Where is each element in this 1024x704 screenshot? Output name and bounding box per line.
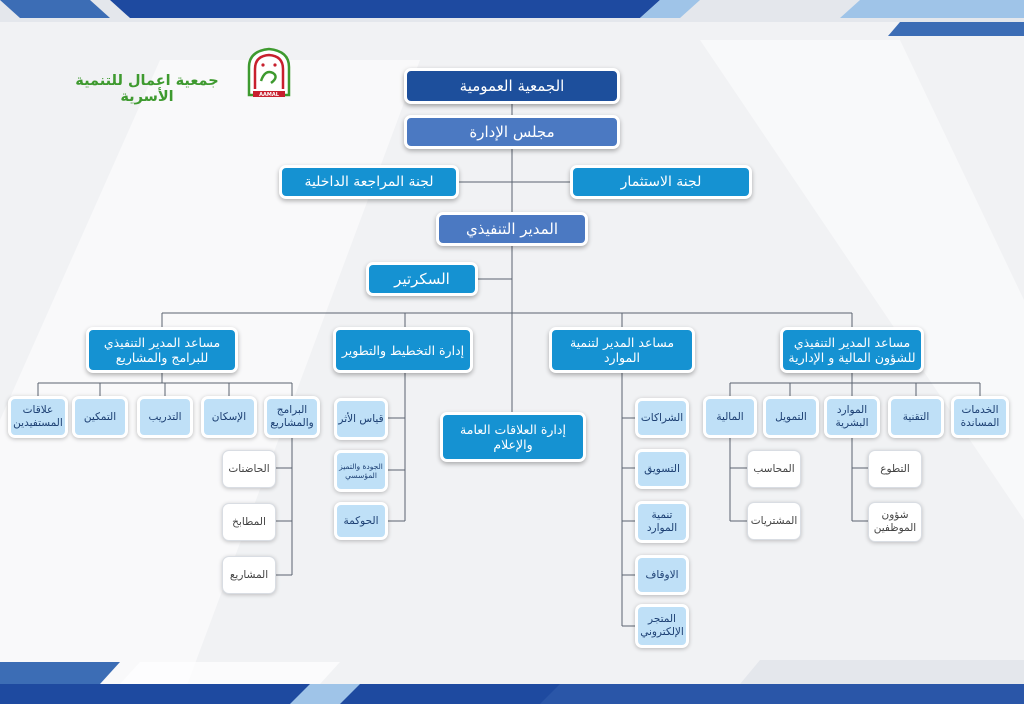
programs-projects-box: البرامج والمشاريع bbox=[264, 396, 320, 438]
governance-box: الحوكمة bbox=[334, 502, 388, 540]
organization-logo: AAMAL bbox=[247, 47, 291, 98]
support-services-box: الخدمات المساندة bbox=[951, 396, 1009, 438]
finance-assistant-director-box: مساعد المدير التنفيذي للشؤون المالية و ا… bbox=[780, 327, 924, 373]
internal-audit-committee-box: لجنة المراجعة الداخلية bbox=[279, 165, 459, 199]
board-of-directors-box: مجلس الإدارة bbox=[404, 115, 620, 149]
employee-affairs-box: شؤون الموظفين bbox=[868, 502, 922, 542]
accountant-box: المحاسب bbox=[747, 450, 801, 488]
secretary-box: السكرتير bbox=[366, 262, 478, 296]
procurement-box: المشتريات bbox=[747, 502, 801, 540]
kitchens-box: المطابخ bbox=[222, 503, 276, 541]
empowerment-box: التمكين bbox=[72, 396, 128, 438]
projects-box: المشاريع bbox=[222, 556, 276, 594]
e-store-box: المتجر الإلكتروني bbox=[635, 604, 689, 648]
endowments-box: الاوقاف bbox=[635, 555, 689, 595]
technology-box: التقنية bbox=[888, 396, 944, 438]
human-resources-box: الموارد البشرية bbox=[824, 396, 880, 438]
housing-box: الإسكان bbox=[201, 396, 257, 438]
resource-development-box: تنمية الموارد bbox=[635, 501, 689, 543]
investment-committee-box: لجنة الاستثمار bbox=[570, 165, 752, 199]
training-box: التدريب bbox=[137, 396, 193, 438]
finance-box: المالية bbox=[703, 396, 757, 438]
public-relations-box: إدارة العلاقات العامة والإعلام bbox=[440, 412, 586, 462]
marketing-box: التسويق bbox=[635, 449, 689, 489]
quality-excellence-box: الجودة والتميز المؤسسي bbox=[334, 450, 388, 492]
funding-box: التمويل bbox=[763, 396, 819, 438]
programs-assistant-director-box: مساعد المدير التنفيذي للبرامج والمشاريع bbox=[86, 327, 238, 373]
beneficiary-relations-box: علاقات المستفيدين bbox=[8, 396, 68, 438]
partnerships-box: الشراكات bbox=[635, 398, 689, 438]
executive-director-box: المدير التنفيذي bbox=[436, 212, 588, 246]
resources-assistant-director-box: مساعد المدير لتنمية الموارد bbox=[549, 327, 695, 373]
planning-department-box: إدارة التخطيط والتطوير bbox=[333, 327, 473, 373]
svg-text:AAMAL: AAMAL bbox=[259, 92, 280, 98]
organization-name: جمعية اعمال للتنمية الأسرية bbox=[75, 73, 219, 105]
volunteering-box: التطوع bbox=[868, 450, 922, 488]
incubators-box: الحاضنات bbox=[222, 450, 276, 488]
impact-measurement-box: قياس الأثر bbox=[334, 398, 388, 440]
general-assembly-box: الجمعية العمومية bbox=[404, 68, 620, 104]
